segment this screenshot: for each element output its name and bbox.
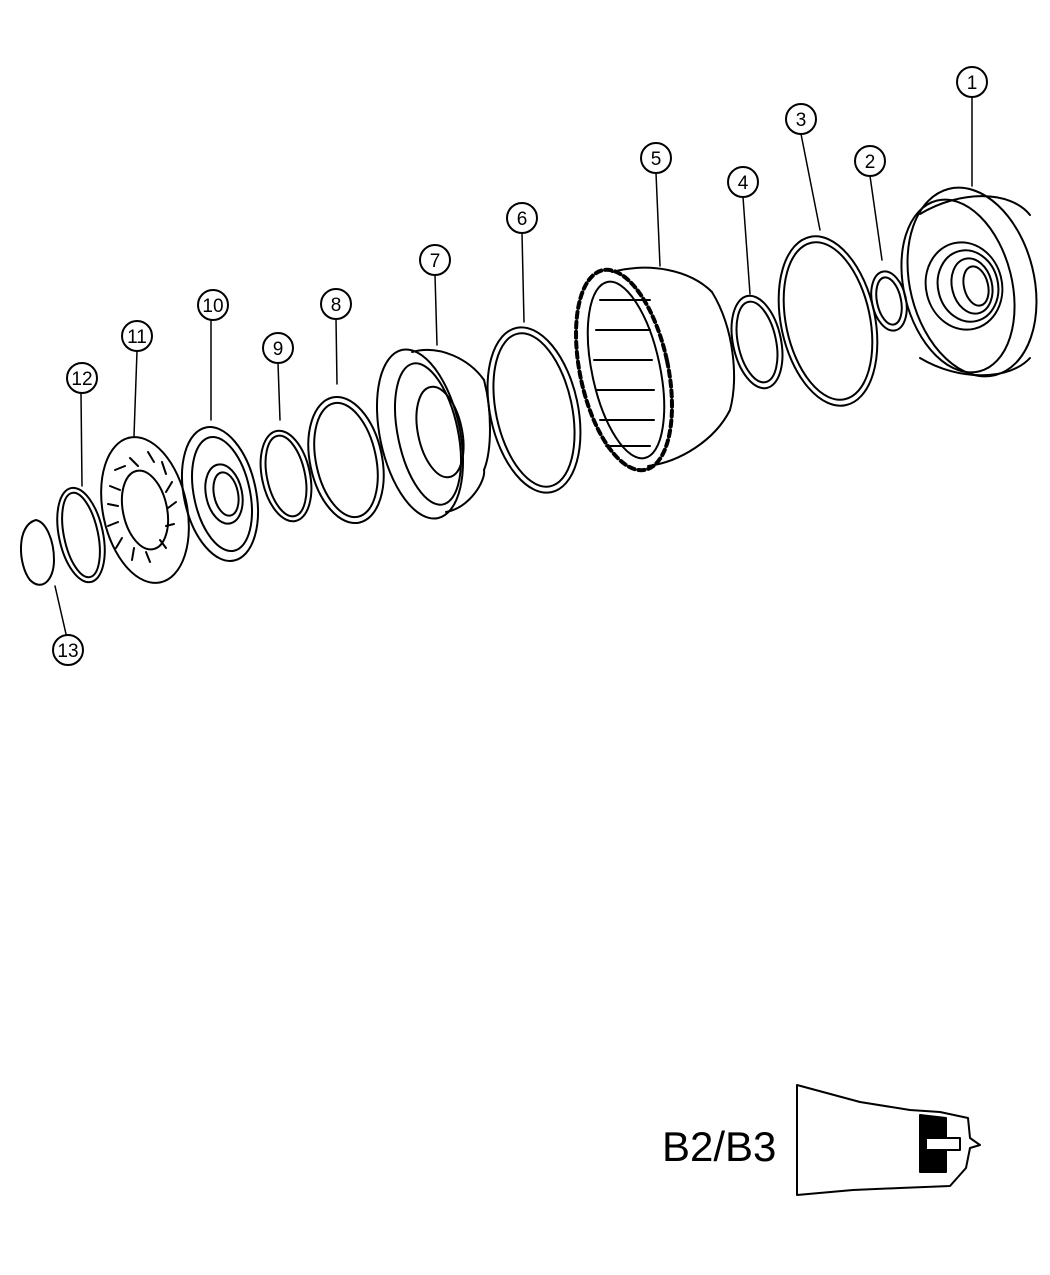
callout-5: 5 [640,142,672,174]
svg-text:13: 13 [57,641,78,662]
svg-text:1: 1 [967,73,978,94]
svg-text:9: 9 [273,339,284,360]
callout-10: 10 [197,289,229,321]
part-2-seal-ring [870,270,908,332]
part-5-clutch-hub [574,266,735,473]
callout-8: 8 [320,288,352,320]
locator: B2/B3 [662,1084,981,1196]
svg-text:4: 4 [738,173,749,194]
callouts: 1 2 3 4 5 6 7 8 [52,66,988,666]
svg-text:5: 5 [651,149,662,170]
svg-text:7: 7 [430,251,441,272]
callout-6: 6 [506,202,538,234]
part-10-balance-piston [181,426,259,562]
part-11-spring-plate [100,436,190,584]
part-13-retaining-ring [19,519,55,586]
svg-text:10: 10 [202,296,223,317]
callout-12: 12 [66,362,98,394]
callout-9: 9 [262,332,294,364]
part-9-seal-ring [259,429,313,523]
part-7-piston [375,348,491,520]
callout-3: 3 [785,103,817,135]
leader-lines [54,96,973,635]
part-6-seal-ring [486,326,582,494]
callout-11: 11 [121,320,153,352]
svg-text:8: 8 [331,295,342,316]
part-8-seal-ring [307,395,385,525]
transmission-locator-icon [796,1084,981,1196]
svg-text:2: 2 [865,152,876,173]
svg-text:11: 11 [127,327,147,348]
callout-2: 2 [854,145,886,177]
callout-13: 13 [52,634,84,666]
part-4-seal-ring [730,294,784,390]
callout-1: 1 [956,66,988,98]
locator-label: B2/B3 [662,1123,776,1170]
part-1-clutch-housing [900,186,1038,378]
part-12-snap-ring [56,486,106,584]
callout-4: 4 [727,166,759,198]
svg-text:3: 3 [796,110,807,131]
part-3-large-seal [777,235,879,407]
svg-text:6: 6 [517,209,528,230]
svg-text:12: 12 [71,369,92,390]
callout-7: 7 [419,244,451,276]
